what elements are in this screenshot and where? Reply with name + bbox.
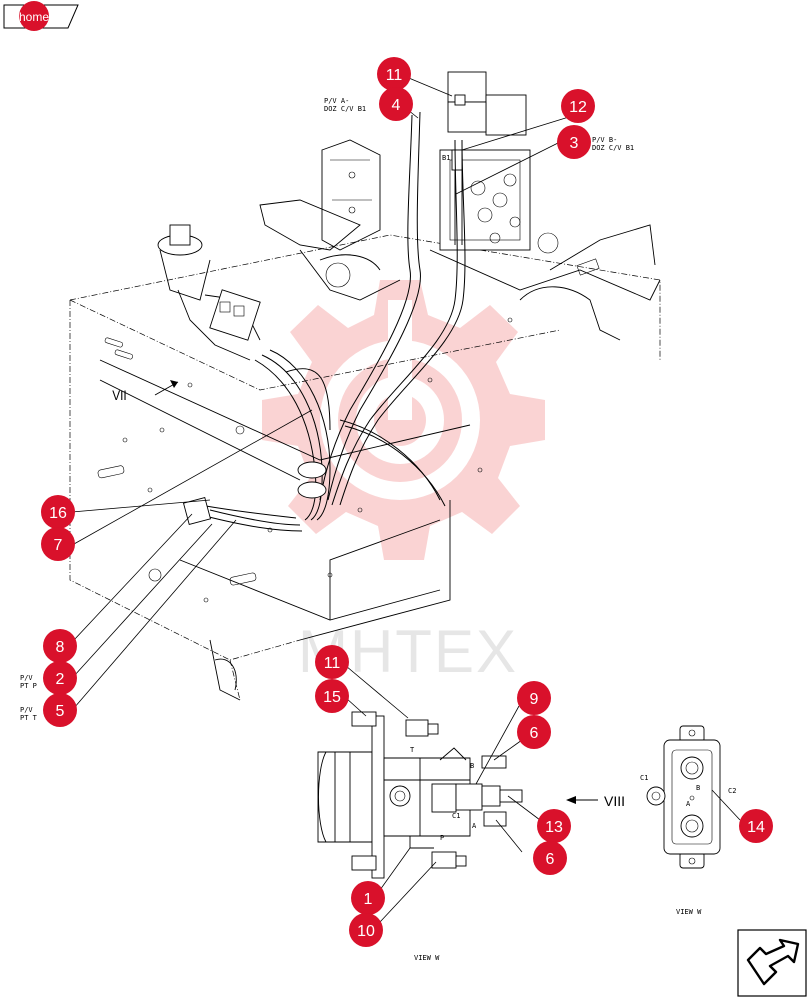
callout-3[interactable]: 3: [557, 125, 591, 159]
callout-number: 10: [357, 923, 375, 940]
svg-text:PT T: PT T: [20, 714, 38, 722]
port-t-label: T: [410, 746, 415, 754]
port-b-label: B: [470, 762, 474, 770]
view-vii-label: VII: [112, 387, 127, 403]
svg-text:DOZ C/V B1: DOZ C/V B1: [592, 144, 634, 152]
svg-text:DOZ C/V B1: DOZ C/V B1: [324, 105, 366, 113]
rotary-joint: [157, 224, 261, 361]
callout-number: 13: [545, 819, 563, 836]
pv-pt-p-label: P/V PT P: [20, 674, 37, 690]
view-viii-label: VIII: [604, 793, 625, 809]
pv-b-label: P/V B- DOZ C/V B1: [592, 136, 634, 152]
callout-number: 12: [569, 99, 587, 116]
callout-7[interactable]: 7: [41, 527, 75, 561]
callout-number: 11: [386, 67, 403, 84]
control-valve-stack: [439, 71, 531, 251]
view-viii-detail: C1 B A C2 VIEW W: [640, 725, 736, 916]
callout-number: 11: [324, 655, 341, 672]
home-label: home: [19, 10, 49, 24]
view-port-c1-label: C1: [640, 774, 648, 782]
callout-number: 6: [530, 725, 539, 742]
pilot-valve-detail: T B C1 A P VIII VIEW W: [317, 711, 625, 962]
port-a-label: A: [472, 822, 477, 830]
callout-2[interactable]: 2: [43, 661, 77, 695]
callout-number: 2: [56, 671, 65, 688]
hose-bundle: [182, 111, 466, 532]
callout-12[interactable]: 12: [561, 89, 595, 123]
callout-8[interactable]: 8: [43, 629, 77, 663]
navigate-button[interactable]: [737, 929, 807, 997]
callout-4[interactable]: 4: [379, 87, 413, 121]
callout-15[interactable]: 15: [315, 679, 349, 713]
bent-arrow-icon: [746, 938, 800, 986]
watermark: MHTEX: [262, 280, 545, 685]
port-c1-label: C1: [452, 812, 460, 820]
view-label-1: VIEW W: [414, 954, 440, 962]
svg-text:P/V: P/V: [20, 706, 33, 714]
callout-number: 4: [392, 97, 401, 114]
view-label-2: VIEW W: [676, 908, 702, 916]
view-viii-arrow: VIII: [566, 793, 625, 809]
pv-pt-t-label: P/V PT T: [20, 706, 38, 722]
svg-text:PT P: PT P: [20, 682, 37, 690]
callout-number: 1: [364, 891, 373, 908]
callout-16[interactable]: 16: [41, 495, 75, 529]
callout-5[interactable]: 5: [43, 693, 77, 727]
port-p-label: P: [440, 834, 444, 842]
callout-number: 6: [546, 851, 555, 868]
callout-number: 9: [530, 691, 539, 708]
gear-watermark-icon: [262, 280, 545, 560]
callout-6b[interactable]: 6: [533, 841, 567, 875]
callout-number: 5: [56, 703, 65, 720]
leader-lines: [71, 75, 741, 923]
view-port-c2-label: C2: [728, 787, 736, 795]
callout-13[interactable]: 13: [537, 809, 571, 843]
machine-frame: VII: [69, 71, 661, 701]
view-vii-arrow: VII: [112, 380, 179, 403]
callout-9[interactable]: 9: [517, 681, 551, 715]
callout-11[interactable]: 11: [377, 57, 411, 91]
svg-text:P/V A-: P/V A-: [324, 97, 349, 105]
b1-label: B1: [442, 154, 450, 162]
callout-14[interactable]: 14: [739, 809, 773, 843]
callout-number: 14: [747, 819, 765, 836]
callout-number: 15: [323, 689, 341, 706]
callout-10[interactable]: 10: [349, 913, 383, 947]
callout-number: 3: [570, 135, 579, 152]
callout-number: 7: [54, 537, 63, 554]
callout-number: 16: [49, 505, 67, 522]
callout-1[interactable]: 1: [351, 881, 385, 915]
home-button[interactable]: home: [3, 1, 79, 31]
callout-11b[interactable]: 11: [315, 645, 349, 679]
callout-6a[interactable]: 6: [517, 715, 551, 749]
view-port-b-label: B: [696, 784, 700, 792]
svg-text:P/V B-: P/V B-: [592, 136, 617, 144]
view-port-a-label: A: [686, 800, 691, 808]
callout-number: 8: [56, 639, 65, 656]
pv-a-label: P/V A- DOZ C/V B1: [324, 97, 366, 113]
svg-text:P/V: P/V: [20, 674, 33, 682]
